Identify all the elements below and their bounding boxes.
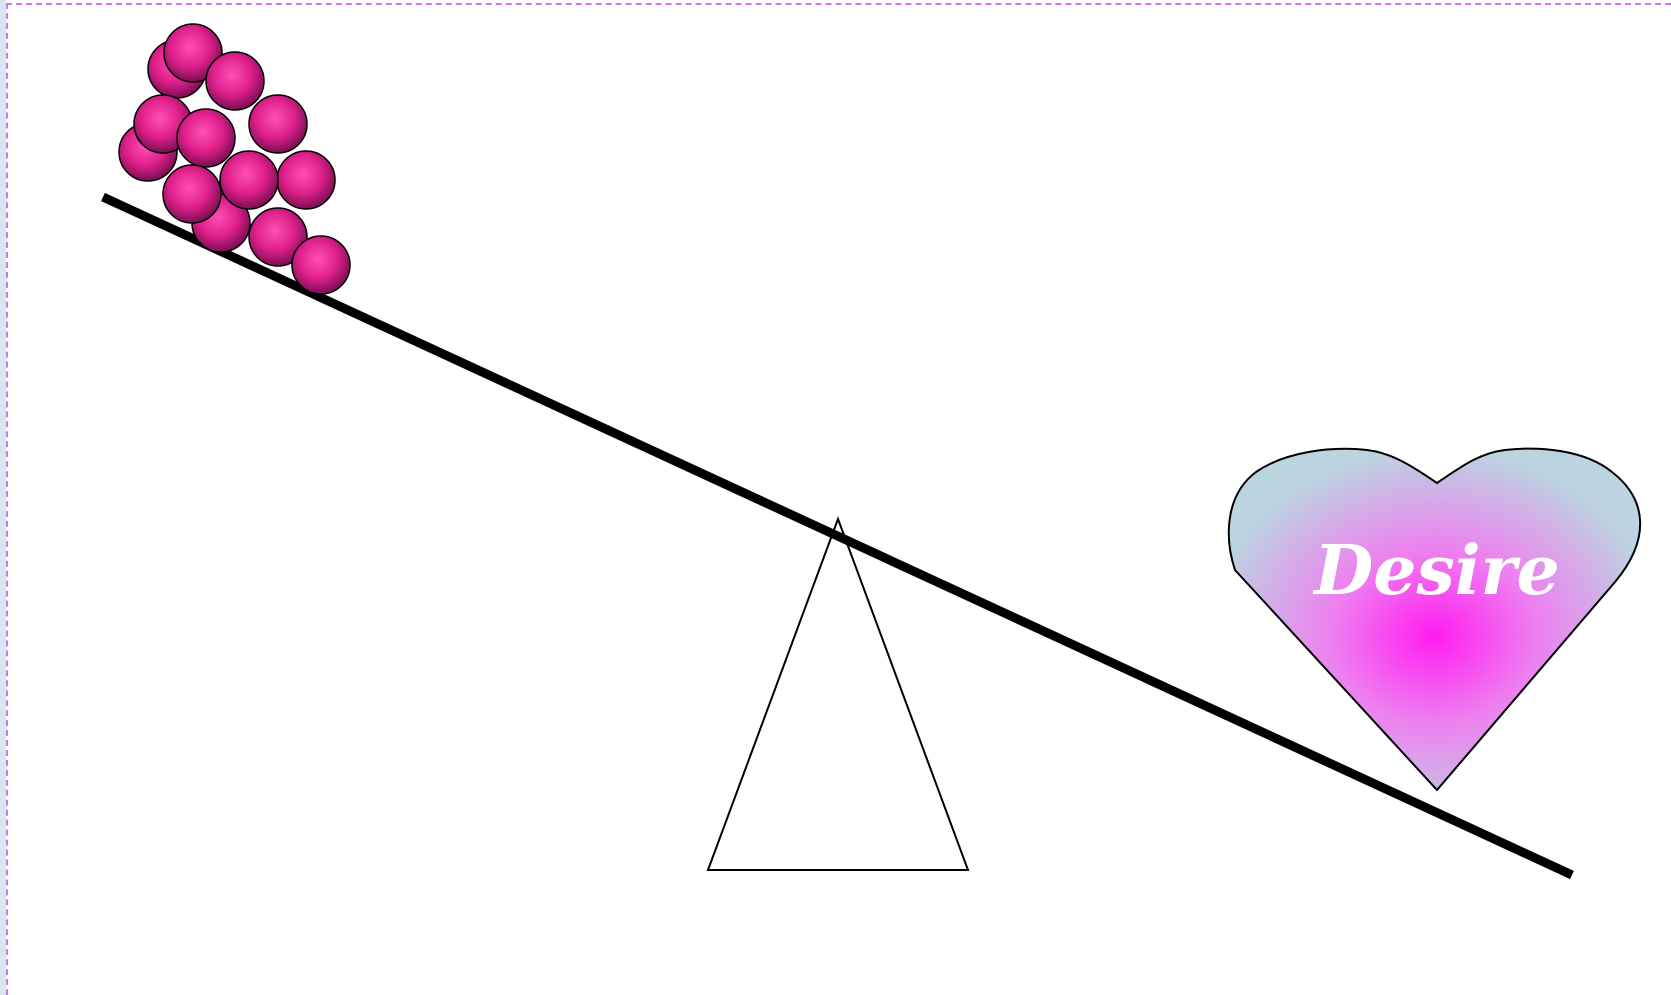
left-ruler-strip [0,0,6,995]
heart-shape [1227,447,1642,792]
heart-icon: Desire [1227,447,1642,792]
ball-cluster [118,23,351,295]
ball [176,108,236,168]
ball [248,94,308,154]
ball [248,207,308,267]
fulcrum-triangle [706,516,970,871]
ball [276,150,336,210]
ball [162,164,222,224]
page-border [6,3,1671,995]
seesaw-beam [101,192,1574,880]
ball [163,23,223,83]
ball [219,150,279,210]
ball [291,235,351,295]
ball [205,51,265,111]
heart-label: Desire [1312,531,1559,611]
